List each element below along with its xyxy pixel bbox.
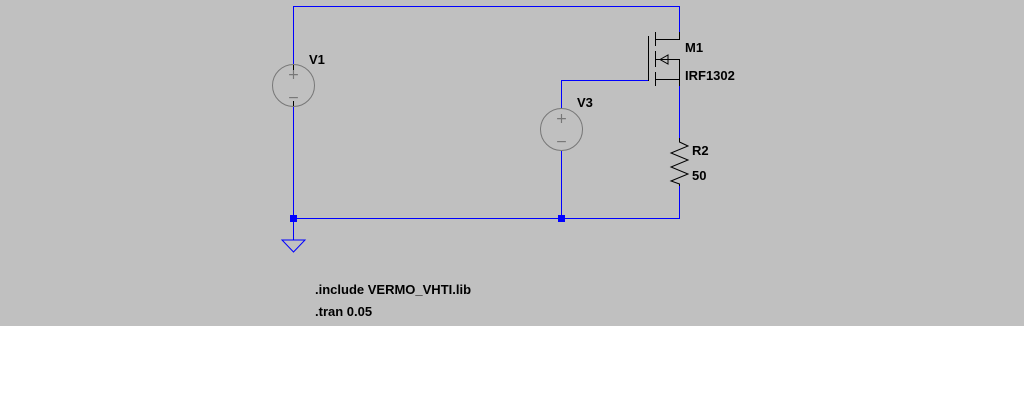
nmos-transistor-m1[interactable] xyxy=(648,32,680,86)
wires xyxy=(293,6,680,240)
plus-sign: + xyxy=(288,67,300,83)
spice-directive-include[interactable]: .include VERMO_VHTI.lib xyxy=(315,282,471,297)
drain-connection xyxy=(655,32,680,40)
v1-label[interactable]: V1 xyxy=(309,52,325,67)
voltage-source-v3[interactable]: + − xyxy=(540,108,583,151)
m1-label[interactable]: M1 xyxy=(685,40,703,55)
r2-label[interactable]: R2 xyxy=(692,143,709,158)
resistor-zigzag-icon xyxy=(669,138,690,186)
schematic-background xyxy=(0,0,1024,326)
spice-directive-tran[interactable]: .tran 0.05 xyxy=(315,304,372,319)
source-circle-icon xyxy=(540,108,583,151)
source-circle-icon xyxy=(272,64,315,107)
body-connection xyxy=(656,59,680,80)
minus-sign: − xyxy=(556,134,568,150)
wire-gate[interactable] xyxy=(561,80,649,109)
plus-sign: + xyxy=(556,111,568,127)
blank-area xyxy=(0,326,1024,412)
voltage-source-v1[interactable]: + − xyxy=(272,64,315,107)
junction-dot xyxy=(558,215,565,222)
m1-value[interactable]: IRF1302 xyxy=(685,68,735,83)
wire-bottom[interactable] xyxy=(293,186,680,219)
wire-top[interactable] xyxy=(293,6,680,33)
minus-sign: − xyxy=(288,90,300,106)
resistor-r2[interactable] xyxy=(669,138,690,186)
junction-dot xyxy=(290,215,297,222)
v3-label[interactable]: V3 xyxy=(577,95,593,110)
source-connection xyxy=(655,79,680,86)
r2-value[interactable]: 50 xyxy=(692,168,706,183)
ground-icon[interactable] xyxy=(280,239,307,253)
